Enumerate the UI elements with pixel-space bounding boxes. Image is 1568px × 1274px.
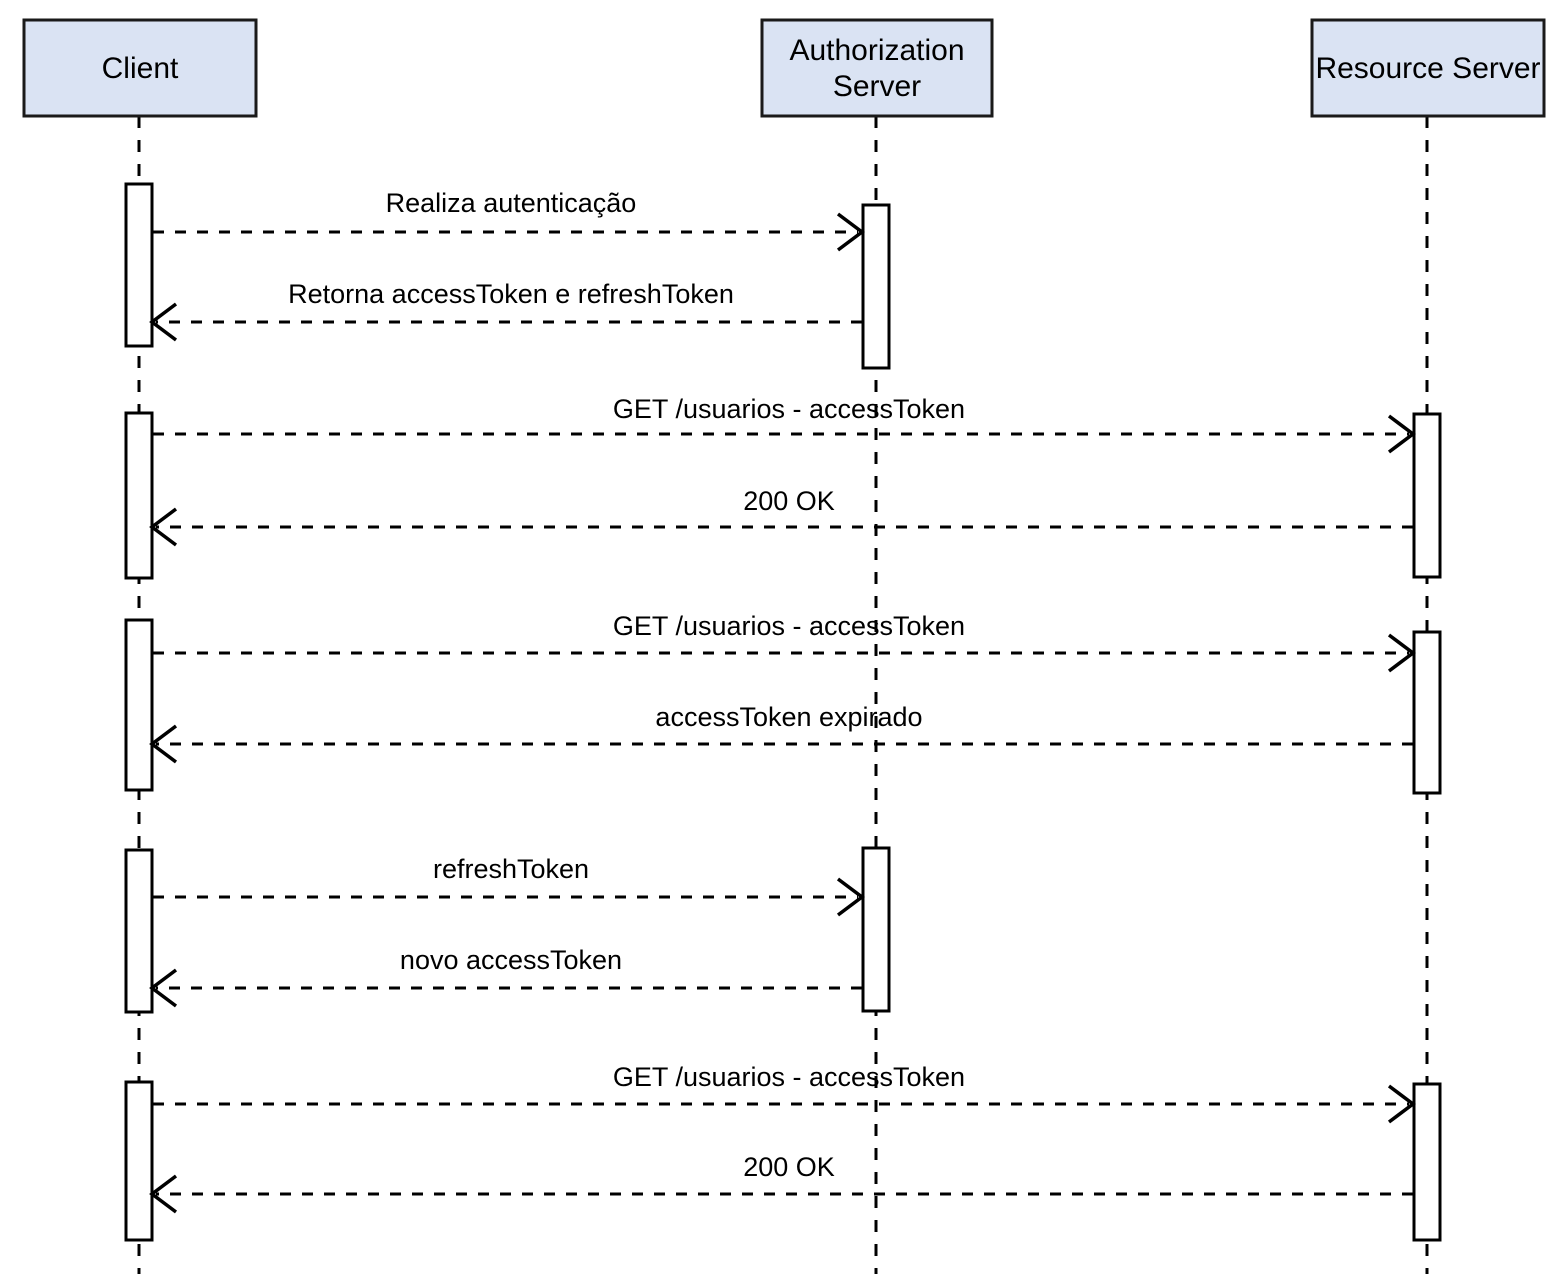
activation-bar-client-5[interactable] [124,1080,154,1242]
message-9-arrowhead [1387,1084,1416,1124]
participant-box-resource-server[interactable] [1310,18,1546,118]
participant-authorization-server[interactable]: Authorization Server [760,18,994,118]
message-10-200-ok[interactable]: 200 OK [149,1152,1413,1214]
participant-client[interactable]: Client [22,18,258,118]
message-7-label: refreshToken [433,854,589,884]
participant-label-client: Client [102,52,179,85]
activation-bars-authorization-server [861,203,891,1013]
message-7-refreshtoken[interactable]: refreshToken [153,854,865,917]
message-1-arrowhead [836,212,865,252]
activation-bar-resource-1[interactable] [1412,412,1442,579]
message-10-label: 200 OK [743,1152,835,1182]
message-4-label: 200 OK [743,486,835,516]
activation-bar-client-1[interactable] [124,182,154,348]
message-7-arrowhead [836,877,865,917]
activation-bars-resource-server [1412,412,1442,1242]
message-4-arrowhead [149,507,178,547]
message-2-label: Retorna accessToken e refreshToken [288,279,734,309]
message-6-label: accessToken expirado [655,702,922,732]
message-3-arrowhead [1387,414,1416,454]
participant-label-resource-server: Resource Server [1315,52,1540,85]
activation-bar-client-2[interactable] [124,411,154,580]
message-4-200-ok[interactable]: 200 OK [149,486,1413,547]
participant-box-client[interactable] [22,18,258,118]
activation-bar-resource-3[interactable] [1412,1082,1442,1242]
message-9-label: GET /usuarios - accessToken [613,1062,965,1092]
activation-bar-auth-1[interactable] [861,203,891,370]
message-10-arrowhead [149,1174,178,1214]
message-6-arrowhead [149,724,178,764]
message-5-arrowhead [1387,633,1416,673]
message-1-realiza-autenticacao[interactable]: Realiza autenticação [153,188,865,252]
message-3-get-usuarios[interactable]: GET /usuarios - accessToken [153,394,1416,454]
activation-bars-client [124,182,154,1242]
message-9-get-usuarios[interactable]: GET /usuarios - accessToken [153,1062,1416,1124]
activation-bar-client-3[interactable] [124,618,154,792]
message-2-arrowhead [149,302,178,342]
message-2-retorna-tokens[interactable]: Retorna accessToken e refreshToken [149,279,862,342]
message-5-get-usuarios[interactable]: GET /usuarios - accessToken [153,611,1416,673]
message-8-arrowhead [149,968,178,1008]
participant-label-authorization-server-line2: Server [833,70,921,103]
participant-label-authorization-server-line1: Authorization [789,34,964,67]
activation-bar-client-4[interactable] [124,848,154,1014]
message-5-label: GET /usuarios - accessToken [613,611,965,641]
participant-box-authorization-server[interactable] [760,18,994,118]
activation-bar-auth-2[interactable] [861,846,891,1013]
message-8-label: novo accessToken [400,945,622,975]
participant-resource-server[interactable]: Resource Server [1310,18,1546,118]
activation-bar-resource-2[interactable] [1412,630,1442,795]
message-8-novo-accesstoken[interactable]: novo accessToken [149,945,862,1008]
message-6-accesstoken-expirado[interactable]: accessToken expirado [149,702,1413,764]
message-3-label: GET /usuarios - accessToken [613,394,965,424]
message-1-label: Realiza autenticação [386,188,637,218]
